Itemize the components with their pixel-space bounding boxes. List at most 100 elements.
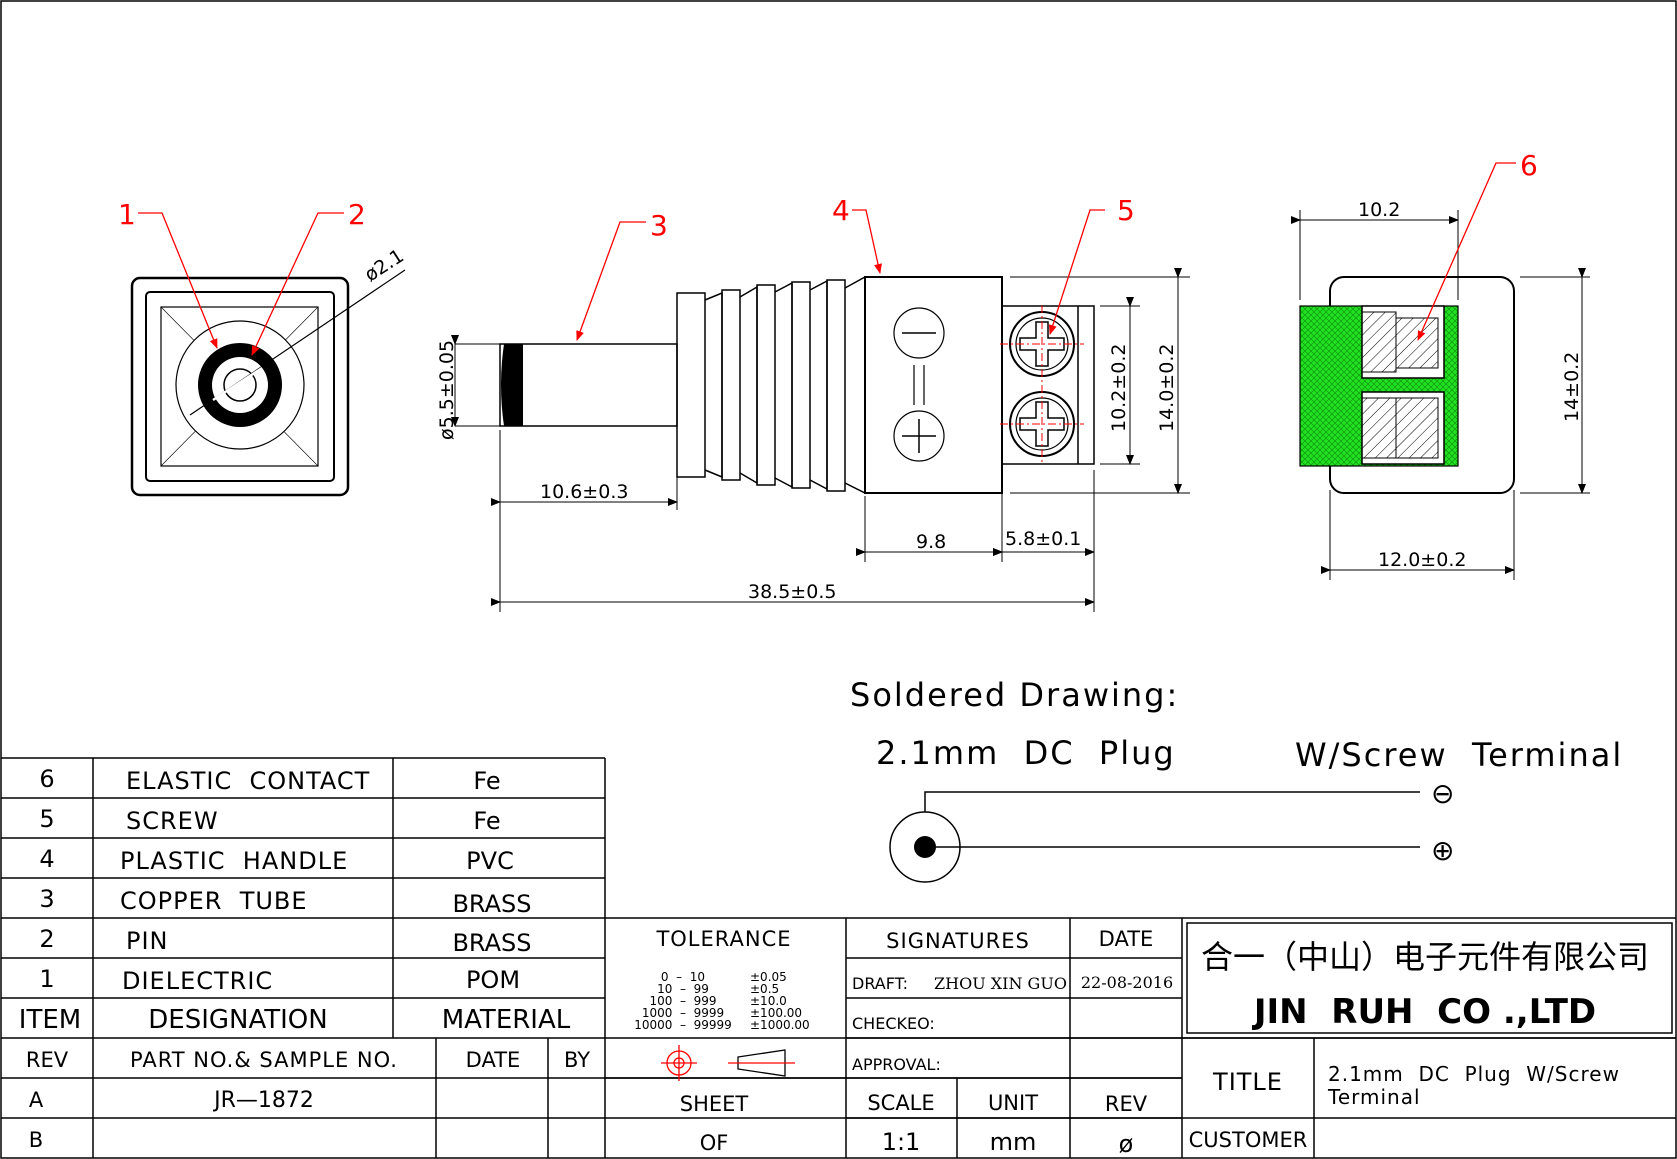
company-cn: 合一（中山）电子元件有限公司: [1201, 938, 1649, 976]
sheet-of: OF: [700, 1131, 729, 1155]
tol-value-2: ±10.0: [750, 994, 787, 1008]
callout-3: 3: [576, 209, 668, 341]
tol-range-3: 1000 – 9999: [642, 1006, 724, 1020]
callout-5-label: 5: [1117, 194, 1135, 227]
bom-material: BRASS: [452, 929, 531, 957]
bom-item: 4: [39, 845, 54, 873]
tol-value-1: ±0.5: [750, 982, 779, 996]
bom-item: 3: [39, 885, 54, 913]
bom-row-1: 1 DIELECTRIC POM: [39, 965, 520, 995]
bom-row-6: 6 ELASTIC CONTACT Fe: [39, 765, 500, 795]
bom-row-5: 5 SCREW Fe: [39, 805, 500, 835]
callout-4-label: 4: [832, 194, 850, 227]
dim-pin-dia: ø2.1: [361, 245, 408, 286]
title-label: TITLE: [1212, 1068, 1283, 1096]
callout-4: 4: [832, 194, 882, 274]
bom-material: PVC: [466, 847, 514, 875]
rev-header-date: DATE: [466, 1048, 521, 1072]
bom-header-designation: DESIGNATION: [148, 1005, 327, 1035]
dim-terminal-h: 10.2±0.2: [1108, 344, 1130, 432]
scale-label: SCALE: [867, 1091, 934, 1115]
bom-designation: COPPER TUBE: [120, 887, 308, 915]
title-block: TITLE 2.1mm DC Plug W/Screw Terminal CUS…: [1189, 1062, 1620, 1152]
scale-value: 1:1: [882, 1128, 921, 1156]
tol-range-4: 10000 – 99999: [634, 1018, 732, 1032]
dim-handle-len: 9.8: [916, 531, 946, 553]
screw-bottom: [1000, 385, 1084, 463]
rev-row-b: B: [29, 1128, 43, 1152]
side-dimensions: [451, 268, 1190, 612]
draft-date: 22-08-2016: [1081, 973, 1173, 992]
soldered-plus: ⊕: [1431, 834, 1454, 867]
soldered-drawing: Soldered Drawing: 2.1mm DC Plug W/Screw …: [850, 676, 1623, 883]
rev-header-part: PART NO.& SAMPLE NO.: [130, 1048, 398, 1072]
company-en: JIN RUH CO .,LTD: [1252, 992, 1596, 1032]
signatures-title: SIGNATURES: [886, 929, 1030, 953]
rev-header-rev: REV: [26, 1048, 69, 1072]
soldered-terminal: W/Screw Terminal: [1295, 736, 1623, 774]
rev-value: ø: [1119, 1130, 1134, 1158]
screw-top: [1000, 305, 1084, 383]
bom-material: Fe: [473, 807, 500, 835]
bom-item: 6: [39, 765, 54, 793]
draft-name: ZHOU XIN GUO: [934, 974, 1067, 993]
dim-total-len: 38.5±0.5: [748, 581, 836, 603]
customer-label: CUSTOMER: [1189, 1128, 1308, 1152]
bom-row-4: 4 PLASTIC HANDLE PVC: [39, 845, 513, 875]
draft-label: DRAFT:: [852, 974, 908, 993]
soldered-minus: ⊖: [1431, 777, 1454, 810]
dim-side-w: 10.2: [1358, 199, 1400, 221]
bom-designation: ELASTIC CONTACT: [126, 767, 370, 795]
rev-header-by: BY: [564, 1048, 590, 1072]
checked-label: CHECKEO:: [852, 1014, 935, 1033]
tolerance: TOLERANCE 0 – 10 10 – 99 100 – 999 1000 …: [634, 927, 809, 1155]
callout-6: 6: [1417, 149, 1538, 341]
bom-designation: PIN: [126, 927, 169, 955]
rev-row-a-part: JR—1872: [212, 1088, 314, 1113]
bom-item: 1: [39, 965, 54, 993]
tol-value-3: ±100.00: [750, 1006, 802, 1020]
tol-value-0: ±0.05: [750, 970, 787, 984]
callout-6-label: 6: [1520, 149, 1538, 182]
bom-material: BRASS: [452, 890, 531, 918]
sheet-label: SHEET: [680, 1092, 749, 1116]
bom-header-material: MATERIAL: [442, 1005, 571, 1035]
dim-side-bottom: 12.0±0.2: [1378, 549, 1466, 571]
tol-range-0: 0 – 10: [661, 970, 705, 984]
tol-value-4: ±1000.00: [750, 1018, 810, 1032]
dim-side-h: 14±0.2: [1561, 352, 1583, 422]
callout-1: 1: [118, 198, 218, 349]
callout-3-label: 3: [650, 209, 668, 242]
bom-header-item: ITEM: [19, 1005, 81, 1035]
bom-material: Fe: [473, 767, 500, 795]
title-line2: Terminal: [1327, 1085, 1421, 1109]
end-view: [1299, 276, 1515, 494]
bom-row-2: 2 PIN BRASS: [39, 925, 531, 957]
soldered-title: Soldered Drawing:: [850, 676, 1179, 714]
signatures: SIGNATURES DATE DRAFT: ZHOU XIN GUO 22-0…: [852, 927, 1173, 1158]
signatures-grid: [846, 918, 1676, 1158]
unit-value: mm: [990, 1128, 1037, 1156]
rev-row-a: A: [29, 1088, 44, 1112]
bom-item: 2: [39, 925, 54, 953]
company-block: 合一（中山）电子元件有限公司 JIN RUH CO .,LTD: [1201, 938, 1649, 1032]
rev-label: REV: [1105, 1092, 1148, 1116]
tolerance-title: TOLERANCE: [655, 927, 791, 951]
front-view: ø2.1: [130, 245, 408, 497]
bom-designation: SCREW: [126, 807, 219, 835]
unit-label: UNIT: [988, 1091, 1038, 1115]
bom-material: POM: [466, 966, 520, 994]
tol-range-2: 100 – 999: [649, 994, 716, 1008]
bom-item: 5: [39, 805, 54, 833]
callout-5: 5: [1048, 194, 1135, 335]
side-view: [455, 275, 1095, 495]
signatures-date-label: DATE: [1099, 927, 1154, 951]
dim-tube-dia: ø5.5±0.05: [436, 340, 458, 440]
callout-2-label: 2: [348, 198, 366, 231]
rev-table: REV PART NO.& SAMPLE NO. DATE BY A JR—18…: [26, 1048, 590, 1152]
end-dimensions: [1291, 210, 1590, 580]
callout-1-label: 1: [118, 198, 136, 231]
title-line1: 2.1mm DC Plug W/Screw: [1328, 1062, 1620, 1086]
